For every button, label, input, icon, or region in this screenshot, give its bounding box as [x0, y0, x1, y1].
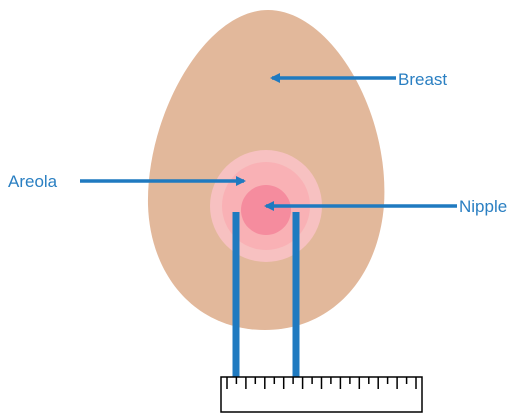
- ruler-icon: [221, 377, 422, 412]
- nipple-label: Nipple: [459, 198, 507, 215]
- breast-label: Breast: [398, 71, 447, 88]
- nipple-shape: [241, 185, 291, 235]
- areola-label: Areola: [8, 173, 57, 190]
